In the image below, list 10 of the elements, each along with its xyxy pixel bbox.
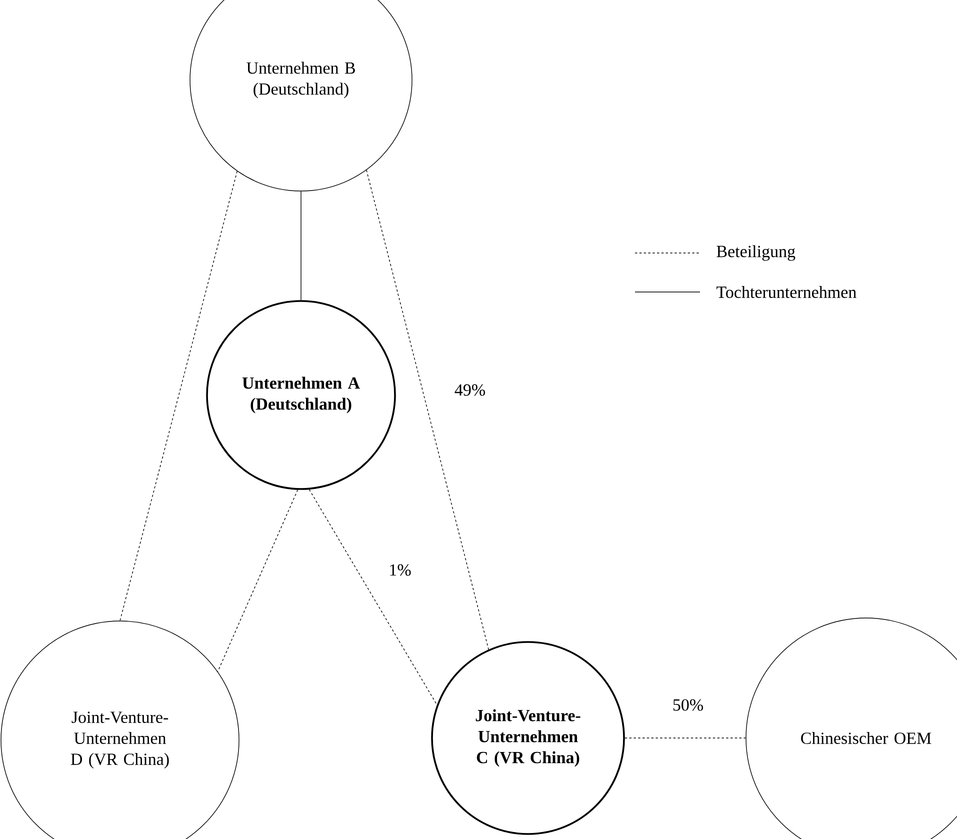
connector-line	[120, 170, 238, 621]
connector-line	[217, 490, 298, 672]
edge-label: 50%	[671, 698, 705, 712]
connector-line	[308, 489, 438, 706]
legend-label: Beteiligung	[716, 245, 796, 261]
edge-label: 1%	[388, 563, 412, 577]
edge-label: 49%	[453, 383, 487, 397]
connector-line	[366, 170, 489, 650]
connector-line	[300, 191, 302, 300]
legend-label: Tochterunternehmen	[716, 286, 856, 298]
